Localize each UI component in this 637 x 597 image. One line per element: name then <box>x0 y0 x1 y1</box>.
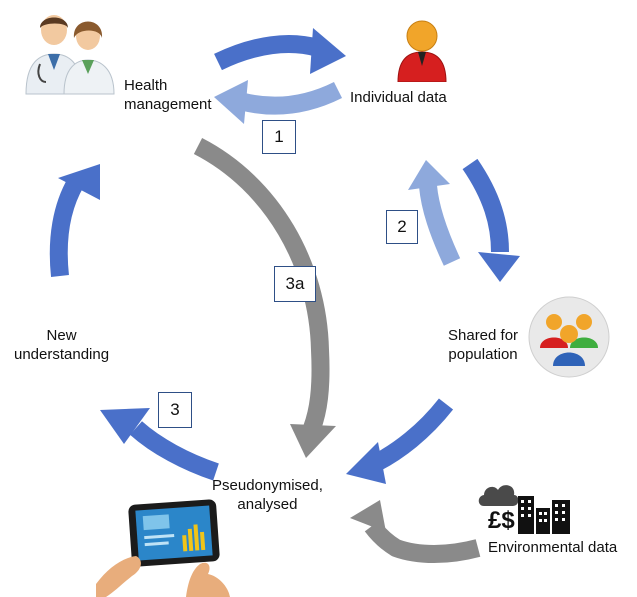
arrow-to-health-management <box>214 80 343 124</box>
pseudonymised-label: Pseudonymised, analysed <box>212 477 323 513</box>
doctors-icon <box>18 8 118 96</box>
cloud-icon <box>476 480 520 508</box>
individual-data-label: Individual data <box>350 89 447 106</box>
environmental-data-label: Environmental data <box>488 539 618 556</box>
shared-population-label: Shared for population <box>448 327 519 363</box>
tablet-hands-icon <box>96 496 232 597</box>
new-understanding-label: New understanding <box>14 327 110 363</box>
arrow-3a-health-to-analysed <box>193 137 336 458</box>
step-3a-box: 3a <box>274 266 316 302</box>
buildings-icon <box>516 492 572 534</box>
step-3-box: 3 <box>158 392 192 428</box>
group-icon <box>528 296 610 378</box>
arrow-shared-to-analysed <box>346 398 454 484</box>
arrow-to-shared-population <box>462 158 520 282</box>
currency-symbols: £$ <box>488 507 515 534</box>
step-1-box: 1 <box>262 120 296 154</box>
arrow-to-individual-data <box>214 28 346 74</box>
person-icon <box>394 16 450 83</box>
arrow-to-individual-from-shared <box>408 160 461 266</box>
arrow-environmental-to-analysed <box>350 500 481 563</box>
arrow-new-understanding-to-health <box>49 164 100 277</box>
health-management-label: Health management <box>124 77 212 113</box>
arrow-3-analysed-to-new-understanding <box>100 408 219 481</box>
step-2-box: 2 <box>386 210 418 244</box>
